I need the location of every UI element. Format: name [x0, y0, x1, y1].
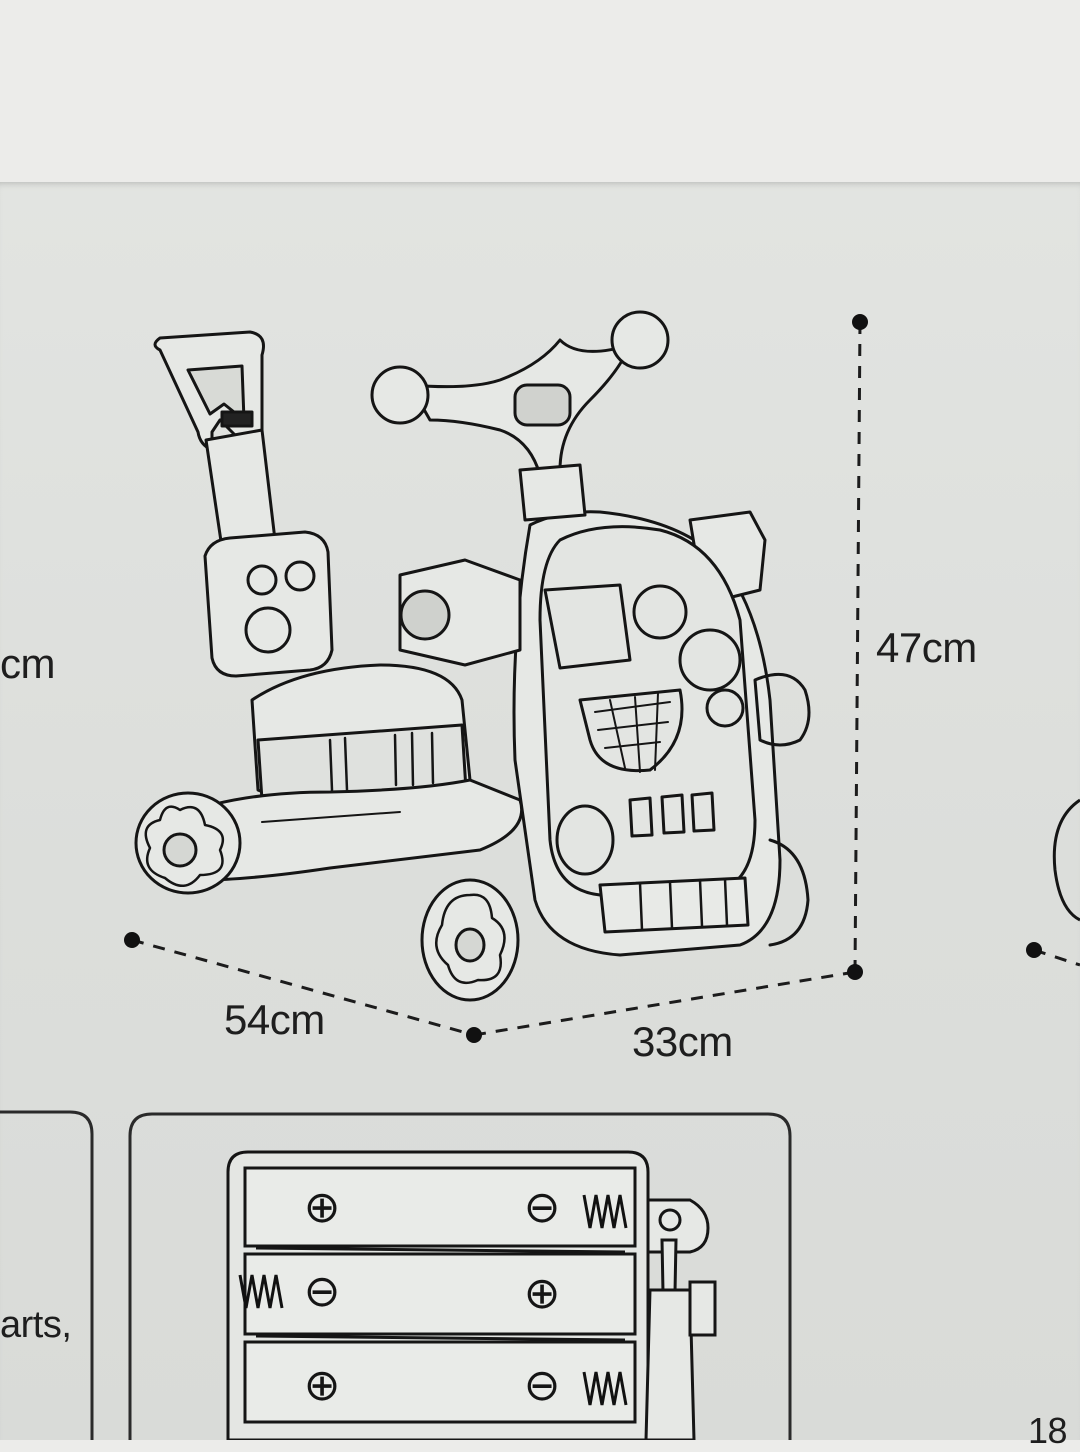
- rear-wheel-flower: [146, 807, 223, 886]
- right-partial-wheel: [1054, 800, 1080, 920]
- rear-panel-button-2: [286, 562, 314, 590]
- plus-symbol-3: ⊕: [304, 1360, 341, 1411]
- dot-top: [852, 314, 868, 330]
- gear-2: [680, 630, 740, 690]
- minus-symbol-1: ⊖: [524, 1182, 561, 1233]
- rear-panel-button-3: [246, 608, 290, 652]
- instruction-boxes: [0, 1112, 790, 1440]
- left-speaker-cone: [401, 591, 449, 639]
- battery-slot-1: [245, 1168, 635, 1246]
- plus-symbol-1: ⊕: [304, 1182, 341, 1233]
- battery-compartment: [228, 1152, 648, 1440]
- screw-hole: [660, 1210, 680, 1230]
- battery-slot-3: [245, 1342, 635, 1422]
- front-wheel-right: [770, 840, 808, 945]
- spring-2: [240, 1275, 282, 1308]
- rear-pole-band: [222, 412, 252, 426]
- rear-panel: [205, 532, 332, 676]
- seat-slots: [330, 733, 433, 790]
- dot-left: [124, 932, 140, 948]
- dimension-lines: [132, 322, 1080, 1035]
- battery-springs: [240, 1195, 626, 1405]
- handlebar-neck: [520, 465, 585, 520]
- piano-key-lines: [640, 879, 727, 930]
- round-grille: [557, 806, 613, 874]
- battery-slot-2: [245, 1254, 635, 1334]
- activity-panel: [540, 527, 755, 895]
- polarity-symbols: ⊕ ⊖ ⊖ ⊕ ⊕ ⊖: [304, 1182, 561, 1411]
- spring-1: [584, 1195, 626, 1228]
- slot-divider-1: [256, 1248, 625, 1252]
- gear-1: [634, 586, 686, 638]
- background-strip: [0, 0, 1080, 182]
- screw-tab-side: [690, 1282, 715, 1335]
- handlebar-right-grip: [612, 312, 668, 368]
- piano-keys: [600, 878, 748, 932]
- width-label: 33cm: [632, 1018, 733, 1065]
- bottle-3: [692, 793, 714, 831]
- rear-pole: [206, 430, 275, 548]
- dimension-dots: [124, 314, 1042, 1043]
- right-dimension-line: [1034, 950, 1080, 965]
- spring-3: [584, 1372, 626, 1405]
- dot-front: [466, 1027, 482, 1043]
- cake-shelf: [545, 585, 630, 668]
- side-toy: [755, 674, 809, 745]
- screw-tab: [646, 1200, 715, 1440]
- cone-grid: [595, 693, 670, 772]
- slot-divider-2: [256, 1336, 625, 1340]
- ice-cream-cone: [580, 690, 682, 771]
- dot-right-bottom: [847, 964, 863, 980]
- right-edge-text: 18: [1028, 1410, 1068, 1451]
- minus-symbol-2: ⊖: [304, 1266, 341, 1317]
- left-edge-label: cm: [0, 640, 56, 687]
- screwdriver-tip: [662, 1240, 676, 1292]
- bottle-2: [662, 795, 684, 833]
- length-dimension-line: [132, 940, 474, 1035]
- front-wheel-left-hub: [456, 929, 484, 961]
- rear-panel-button-1: [248, 566, 276, 594]
- left-instruction-box: [0, 1112, 92, 1440]
- screwdriver-handle: [646, 1290, 694, 1440]
- minus-symbol-3: ⊖: [524, 1360, 561, 1411]
- base-rail-detail: [262, 812, 400, 822]
- walker-illustration: [136, 312, 809, 1000]
- handlebar-center-slot: [515, 385, 570, 425]
- dot-far-right: [1026, 942, 1042, 958]
- battery-instruction-box: [130, 1114, 790, 1440]
- gear-3: [707, 690, 743, 726]
- battery-panel-partial-text: arts,: [0, 1304, 72, 1346]
- handlebar-left-grip: [372, 367, 428, 423]
- plus-symbol-2: ⊕: [524, 1268, 561, 1319]
- base-rail: [180, 780, 522, 880]
- height-label: 47cm: [876, 624, 977, 671]
- front-wheel-left-flower: [436, 895, 504, 983]
- height-dimension-line: [855, 322, 860, 972]
- bottle-1: [630, 798, 652, 836]
- rear-wheel-hub: [164, 834, 196, 866]
- length-label: 54cm: [224, 996, 325, 1043]
